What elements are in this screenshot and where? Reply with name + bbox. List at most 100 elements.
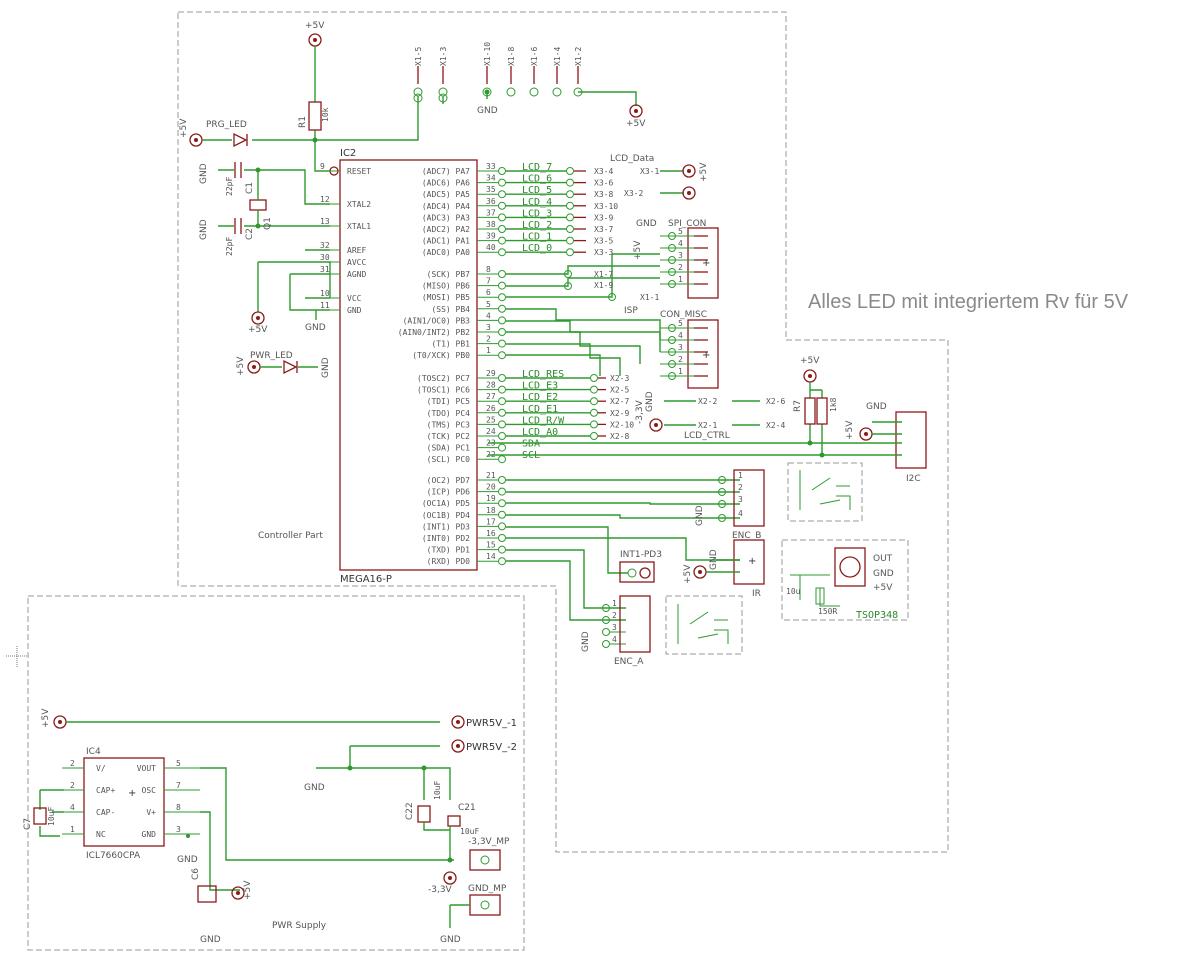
lcd-data-supply: X3-1 X3-2 +5V (624, 162, 709, 200)
minus33-label: -3,3V (428, 885, 453, 895)
lcd-ctrl-x: X2-3 (610, 374, 629, 383)
ic2-right-pin-num: 8 (486, 265, 491, 274)
lcd-ctrl-pin (590, 408, 598, 417)
ic2-right-pin-num: 7 (486, 277, 491, 286)
ic2-pin-end (498, 293, 506, 302)
ic2-pin-end (498, 178, 506, 187)
ic2-left-pin-num: 13 (320, 217, 330, 226)
spi-pin-num: 4 (678, 239, 683, 248)
tsop-receiver: OUT GND +5V TSOP348 10u 150R (781, 539, 909, 621)
ic4-right-pin-name: GND (142, 830, 157, 839)
misc-pin-num: 2 (678, 355, 683, 364)
lcd-ctrl-x: X2-7 (610, 397, 629, 406)
ic2-right-pin-num: 25 (486, 415, 496, 424)
enc-a-pin-num: 2 (612, 611, 617, 620)
ic2-pin-end (498, 328, 506, 336)
lcd-ctrl-label: LCD_CTRL (684, 431, 730, 441)
c6-gnd: GND (200, 935, 221, 945)
enc-b-label: ENC_B (732, 531, 761, 541)
ic2-pin-end (498, 374, 506, 382)
mpgnd-label: GND_MP (468, 884, 507, 894)
ic2-right-pin-name: (SCK) PB7 (427, 270, 471, 279)
ic2-right-pin-num: 18 (486, 506, 496, 515)
lcd-ctrl-x: X2-9 (610, 409, 629, 418)
svg-text:+: + (702, 258, 710, 269)
ic2-right-pin-num: 4 (486, 311, 491, 320)
enc-b-gnd: GND (695, 505, 705, 526)
lcd-data-net: LCD_3 (522, 208, 552, 219)
ic2-right-pin-num: 29 (486, 369, 496, 378)
enc-b-pin (718, 500, 726, 508)
lcd-data-pin (566, 201, 574, 210)
ic4-right-pin-name: OSC (142, 786, 157, 795)
lcd-data-x: X3-9 (594, 213, 613, 222)
ic2-pin-end (498, 397, 506, 406)
ic2-right-pin-num: 20 (486, 483, 496, 492)
c7-value: 10uF (47, 807, 56, 826)
ic2-right-pin-name: (ADC3) PA3 (422, 213, 470, 222)
ic2-name: IC2 (340, 148, 356, 159)
r7-label: R7 (793, 400, 803, 412)
i2c-label: I2C (906, 474, 921, 484)
c21-label: C21 (458, 803, 476, 813)
tsop-res: 150R (818, 607, 837, 616)
lcd-ctrl-pin (590, 374, 598, 382)
isp-x11: X1-1 (640, 293, 659, 302)
ic2-right-pin-num: 34 (486, 174, 496, 183)
r8-value: 1k8 (829, 397, 838, 412)
x1-label: X1-2 (574, 47, 583, 66)
enc-a-label: ENC_A (614, 657, 644, 667)
mpgnd-gnd: GND (440, 935, 461, 945)
misc-pin-end (668, 348, 676, 356)
port-d-wire (506, 502, 740, 505)
ic2-right-pin-num: 40 (486, 243, 496, 252)
mp33-label: -3,3V_MP (468, 837, 510, 847)
spi-pin-num: 2 (678, 263, 683, 272)
tsop-cap: 10u (786, 587, 801, 596)
lcd-data-pin (566, 225, 574, 233)
lcd-data-pin (566, 236, 574, 245)
lcd-data-label: LCD_Data (610, 154, 654, 164)
ic2-right-pin-num: 3 (486, 323, 491, 332)
misc-pin-end (668, 360, 676, 368)
port-b-wire (506, 354, 601, 376)
port-b-wire (506, 308, 661, 352)
ic2-right-pin-name: (TXD) PD1 (427, 546, 471, 555)
port-b-wire (506, 320, 661, 340)
misc-pin-end (668, 372, 676, 380)
svg-text:+: + (748, 556, 756, 567)
ic2-right-pin-num: 14 (486, 552, 496, 561)
ic4-left-pin-num: 2 (70, 781, 75, 790)
prg-led-5v: +5V (179, 118, 189, 138)
misc-pin-end (668, 336, 676, 344)
power-pins: +5V GND (248, 249, 331, 335)
c6-5v: +5V (243, 880, 253, 900)
crosshair-marker (6, 646, 28, 668)
lcd-ctrl-x22: X2-2 (698, 397, 717, 406)
enc-a-connector: ENC_A GND (581, 595, 651, 667)
design-note: Alles LED mit integriertem Rv für 5V (808, 291, 1129, 313)
lcd-data-x: X3-4 (594, 167, 613, 176)
ic2-right-pin-name: (ICP) PD6 (427, 488, 471, 497)
enc-b-connector: ENC_B GND (695, 469, 765, 541)
lcd-ctrl-net: LCD_E2 (522, 392, 558, 403)
spi-con-gnd: GND (636, 219, 657, 229)
ic2-right-pin-num: 39 (486, 232, 496, 241)
lcd-ctrl-pin (590, 397, 598, 406)
ic2-pin-end (498, 499, 506, 508)
ic2-pin-end (498, 270, 506, 278)
r1-value: 10k (321, 107, 330, 122)
lcd-ctrl-x26: X2-6 (766, 397, 785, 406)
ic2-right-pin-name: (OC1B) PD4 (422, 511, 470, 520)
ic4-left-pin-num: 4 (70, 803, 75, 812)
lcd-control-bus: X2-3LCD_RESX2-5LCD_E3X2-7LCD_E2X2-9LCD_E… (506, 369, 634, 461)
spi-pin-end (668, 280, 676, 288)
enc-b-pin-num: 1 (738, 471, 743, 480)
power-supply: +5V PWR5V_-1 PWR5V_-2 GND IC4 ICL7660CPA… (23, 708, 517, 945)
ic2-left-pin-name: VCC (347, 294, 362, 303)
ic2-right-pin-name: (TOSC1) PC6 (417, 386, 470, 395)
ic4-right-pin-name: V+ (146, 808, 156, 817)
